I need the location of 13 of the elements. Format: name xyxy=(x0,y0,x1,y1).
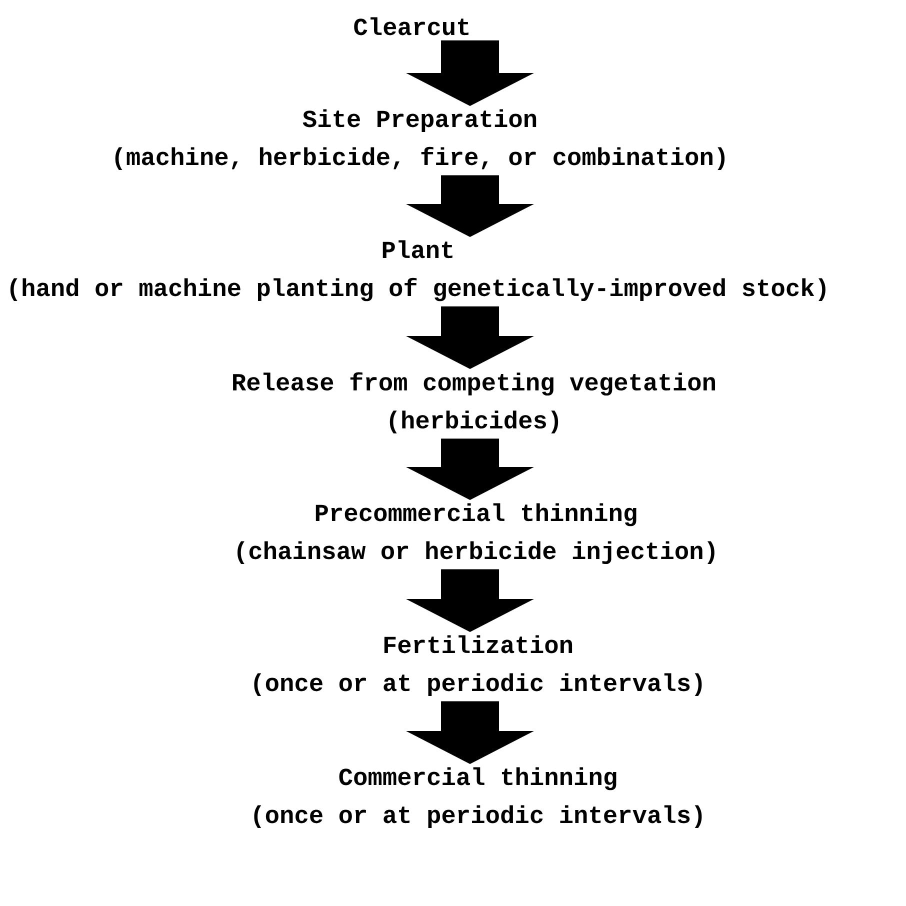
step-text: Plant (hand or machine planting of genetically-improved stock) xyxy=(10,240,826,302)
block-arrow xyxy=(406,438,534,500)
block-arrow xyxy=(406,306,534,369)
step-text: Release from competing vegetation (herbicides) xyxy=(233,372,716,434)
block-arrow xyxy=(406,701,534,764)
step-text: Site Preparation (machine, herbicide, fire, or combination) xyxy=(115,109,725,170)
step-text: Commercial thinning (once or at periodic intervals) xyxy=(254,767,702,828)
block-arrow xyxy=(406,175,534,237)
step-text: Precommercial thinning (chainsaw or herbicide injection) xyxy=(238,503,714,564)
step-text: Fertilization (once or at periodic intervals) xyxy=(254,635,702,696)
block-arrow xyxy=(406,40,534,106)
block-arrow xyxy=(406,569,534,632)
step-text: Clearcut xyxy=(354,17,468,36)
